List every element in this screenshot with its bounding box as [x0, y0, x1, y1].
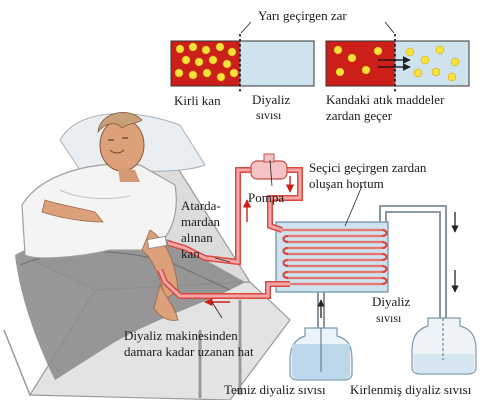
dialysis-fluid-right-line2: sıvısı	[376, 311, 401, 326]
membrane-pointer-right	[385, 22, 394, 33]
artery-label-line4: kan	[181, 246, 200, 261]
dialysis-fluid-top-label-line2: sıvısı	[256, 108, 281, 123]
membrane-title: Yarı geçirgen zar	[258, 8, 347, 23]
dirty-blood-label: Kirli kan	[174, 93, 221, 108]
artery-label-line1: Atarda-	[181, 198, 221, 213]
pump-label: Pompa	[248, 190, 284, 205]
waste-note-line1: Kandaki atık maddeler	[326, 92, 444, 107]
return-line-label-line2: damara kadar uzanan hat	[124, 344, 254, 359]
pump	[251, 154, 287, 179]
selective-tube-line2: oluşan hortum	[309, 176, 384, 191]
waste-note-line2: zardan geçer	[326, 108, 392, 123]
artery-label-line3: alınan	[181, 230, 213, 245]
dialysis-fluid-right-line1: Diyaliz	[372, 294, 410, 309]
membrane-panel-right	[326, 34, 469, 92]
membrane-pointer-left	[241, 22, 251, 33]
clean-fluid-bottle	[290, 328, 352, 380]
selective-tube-line1: Seçici geçirgen zardan	[309, 160, 426, 175]
clean-fluid-label: Temiz diyaliz sıvısı	[224, 382, 326, 397]
membrane-panel-left	[171, 34, 314, 92]
dirty-fluid-bottle	[412, 318, 476, 374]
dialysis-fluid-top-label-line1: Diyaliz	[252, 92, 290, 107]
artery-label-line2: mardan	[181, 214, 220, 229]
tube-pointer	[345, 186, 362, 226]
return-line-label-line1: Diyaliz makinesinden	[124, 328, 238, 343]
dialyzer	[276, 222, 388, 292]
dirty-fluid-label: Kirlenmiş diyaliz sıvısı	[350, 382, 471, 397]
